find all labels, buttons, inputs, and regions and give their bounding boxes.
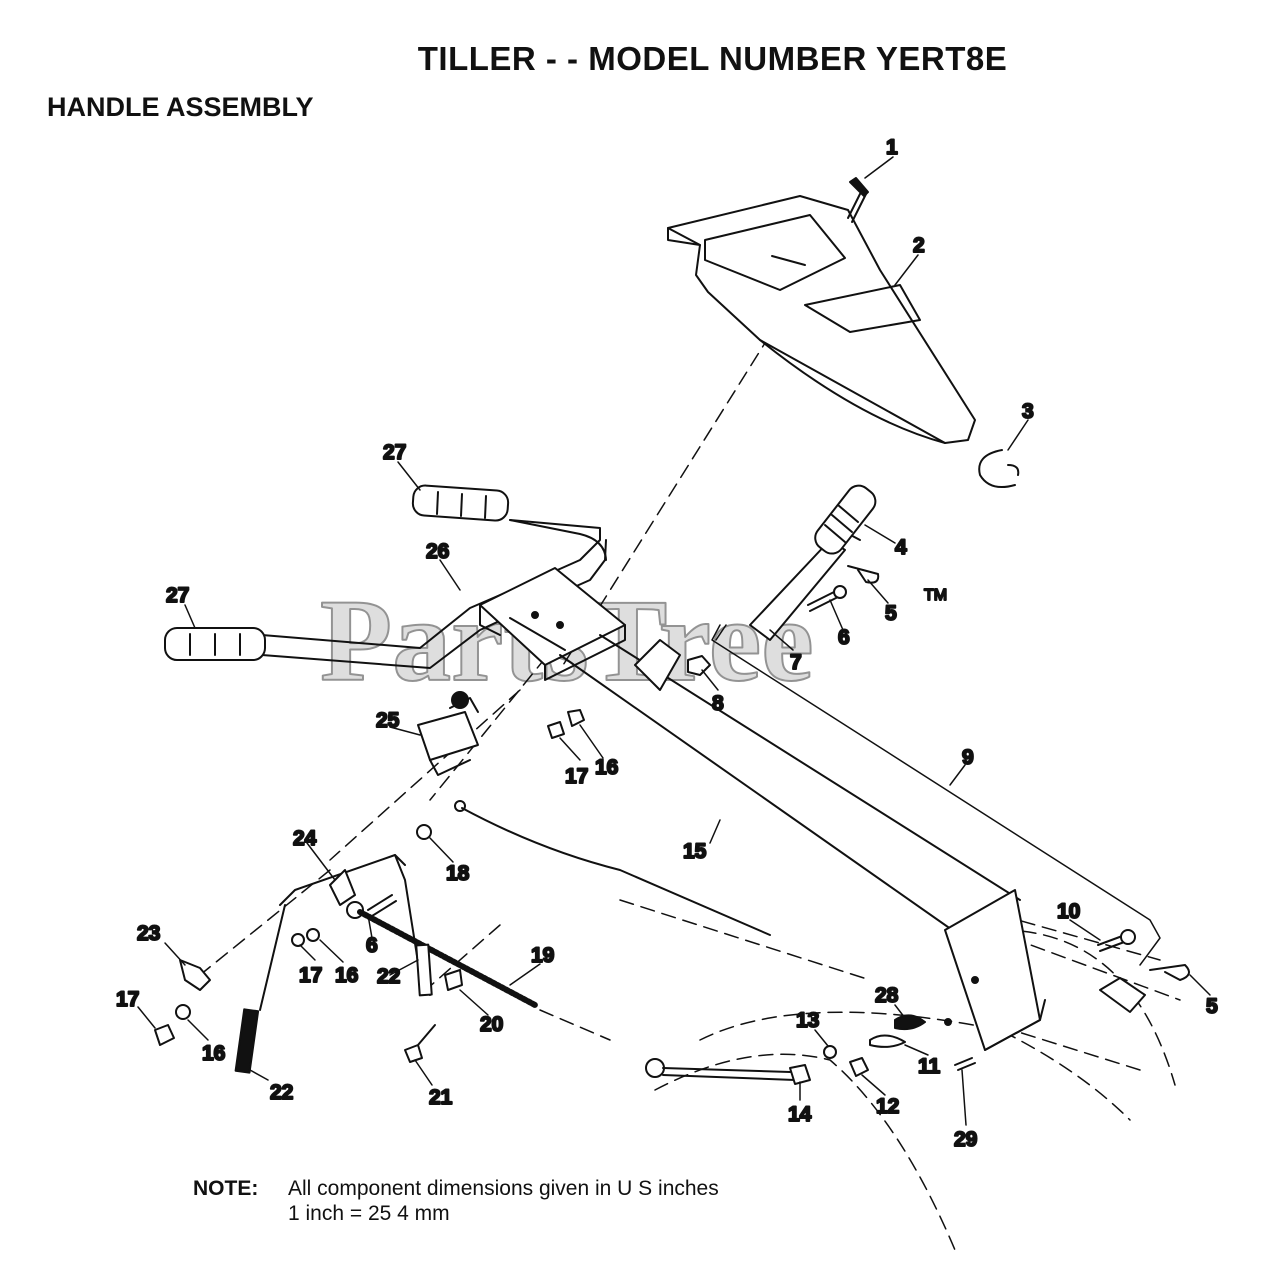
callout-14: 14 [788, 1103, 812, 1126]
callout-21: 21 [429, 1086, 453, 1109]
callout-29: 29 [954, 1128, 977, 1151]
callout-17-bottom: 17 [116, 988, 139, 1011]
callout-22-lower: 22 [270, 1081, 293, 1104]
callout-10: 10 [1057, 900, 1080, 923]
nut-12 [849, 1057, 869, 1077]
washer-16-left [306, 928, 320, 942]
leader-lines [137, 156, 1211, 1126]
callout-9: 9 [962, 746, 974, 769]
callout-12: 12 [876, 1095, 899, 1118]
dimension-note: NOTE: All component dimensions given in U… [193, 1176, 719, 1226]
callout-16-bottom: 16 [202, 1042, 225, 1065]
assembly-guide-lines [199, 334, 1181, 1251]
bolt-lower [367, 894, 397, 917]
callout-19: 19 [531, 944, 554, 967]
washer-13 [823, 1045, 837, 1059]
washer-17-left [291, 933, 305, 947]
callout-6-upper: 6 [838, 626, 850, 649]
callout-6-lower: 6 [366, 934, 378, 957]
callout-18: 18 [446, 862, 470, 885]
retaining-clip [978, 449, 1020, 488]
callout-25: 25 [376, 709, 400, 732]
console-cover [667, 195, 976, 444]
callout-22-upper: 22 [377, 965, 400, 988]
callout-28: 28 [875, 984, 899, 1007]
callout-5-upper: 5 [885, 602, 897, 625]
throttle-control [417, 691, 479, 812]
nut-8 [687, 655, 711, 676]
callout-13: 13 [796, 1009, 819, 1032]
callout-5-lower: 5 [1206, 995, 1218, 1018]
callout-27-upper: 27 [383, 441, 406, 464]
nut-18 [416, 824, 432, 840]
washer-16-bottom [175, 1004, 191, 1020]
cam-11 [869, 1034, 906, 1048]
throttle-cable [461, 807, 771, 936]
clip-20 [444, 969, 463, 991]
callout-4: 4 [895, 536, 907, 559]
callout-27-lower: 27 [166, 584, 189, 607]
linkage-end [1099, 977, 1146, 1013]
callout-16-left: 16 [335, 964, 358, 987]
callout-2: 2 [913, 234, 925, 257]
diagram-title: TILLER - - MODEL NUMBER YERT8E [417, 40, 1008, 77]
callout-24: 24 [293, 827, 317, 850]
washer-17-mid [547, 721, 565, 739]
washer-16-mid [567, 709, 585, 727]
clutch-rod [711, 624, 1161, 966]
callout-17-mid: 17 [565, 765, 588, 788]
bolt-upper [807, 585, 847, 612]
lever-grip [814, 484, 877, 555]
bolt-21 [404, 1024, 436, 1063]
callout-11: 11 [918, 1055, 941, 1078]
handle-tube [559, 634, 1046, 1051]
clutch-lever [749, 484, 877, 641]
trademark-text: TM [924, 587, 947, 604]
spring [357, 909, 538, 1008]
callout-17-left: 17 [299, 964, 322, 987]
hairpin-upper [847, 565, 880, 584]
hairpin-lower [1149, 964, 1190, 981]
callout-7: 7 [790, 651, 802, 674]
callout-labels: 1 2 3 4 5 6 7 8 9 10 11 12 13 14 15 16 1… [115, 135, 1219, 1152]
handle-end-bracket [944, 889, 1041, 1051]
handle-bracket [479, 567, 626, 681]
callout-8: 8 [712, 692, 724, 715]
note-line-1: All component dimensions given in U S in… [288, 1177, 719, 1200]
callout-20: 20 [480, 1013, 503, 1036]
note-line-2: 1 inch = 25 4 mm [288, 1202, 450, 1225]
callout-26: 26 [426, 540, 449, 563]
rod-grip-upper [415, 943, 433, 997]
washer-17-bottom [154, 1024, 175, 1046]
rod-grip-lower [234, 1008, 260, 1074]
console-screw [847, 177, 869, 223]
handle-clamp [634, 639, 681, 691]
clip-23 [179, 959, 211, 991]
section-title: HANDLE ASSEMBLY [47, 92, 314, 122]
shift-lever [645, 1058, 811, 1085]
callout-16-mid: 16 [595, 756, 618, 779]
callout-23: 23 [137, 922, 160, 945]
callout-3: 3 [1022, 400, 1034, 423]
callout-1: 1 [886, 136, 898, 159]
shift-bracket [259, 854, 431, 1011]
note-label: NOTE: [193, 1177, 259, 1200]
bolt-29 [954, 1057, 976, 1071]
callout-15: 15 [683, 840, 707, 863]
